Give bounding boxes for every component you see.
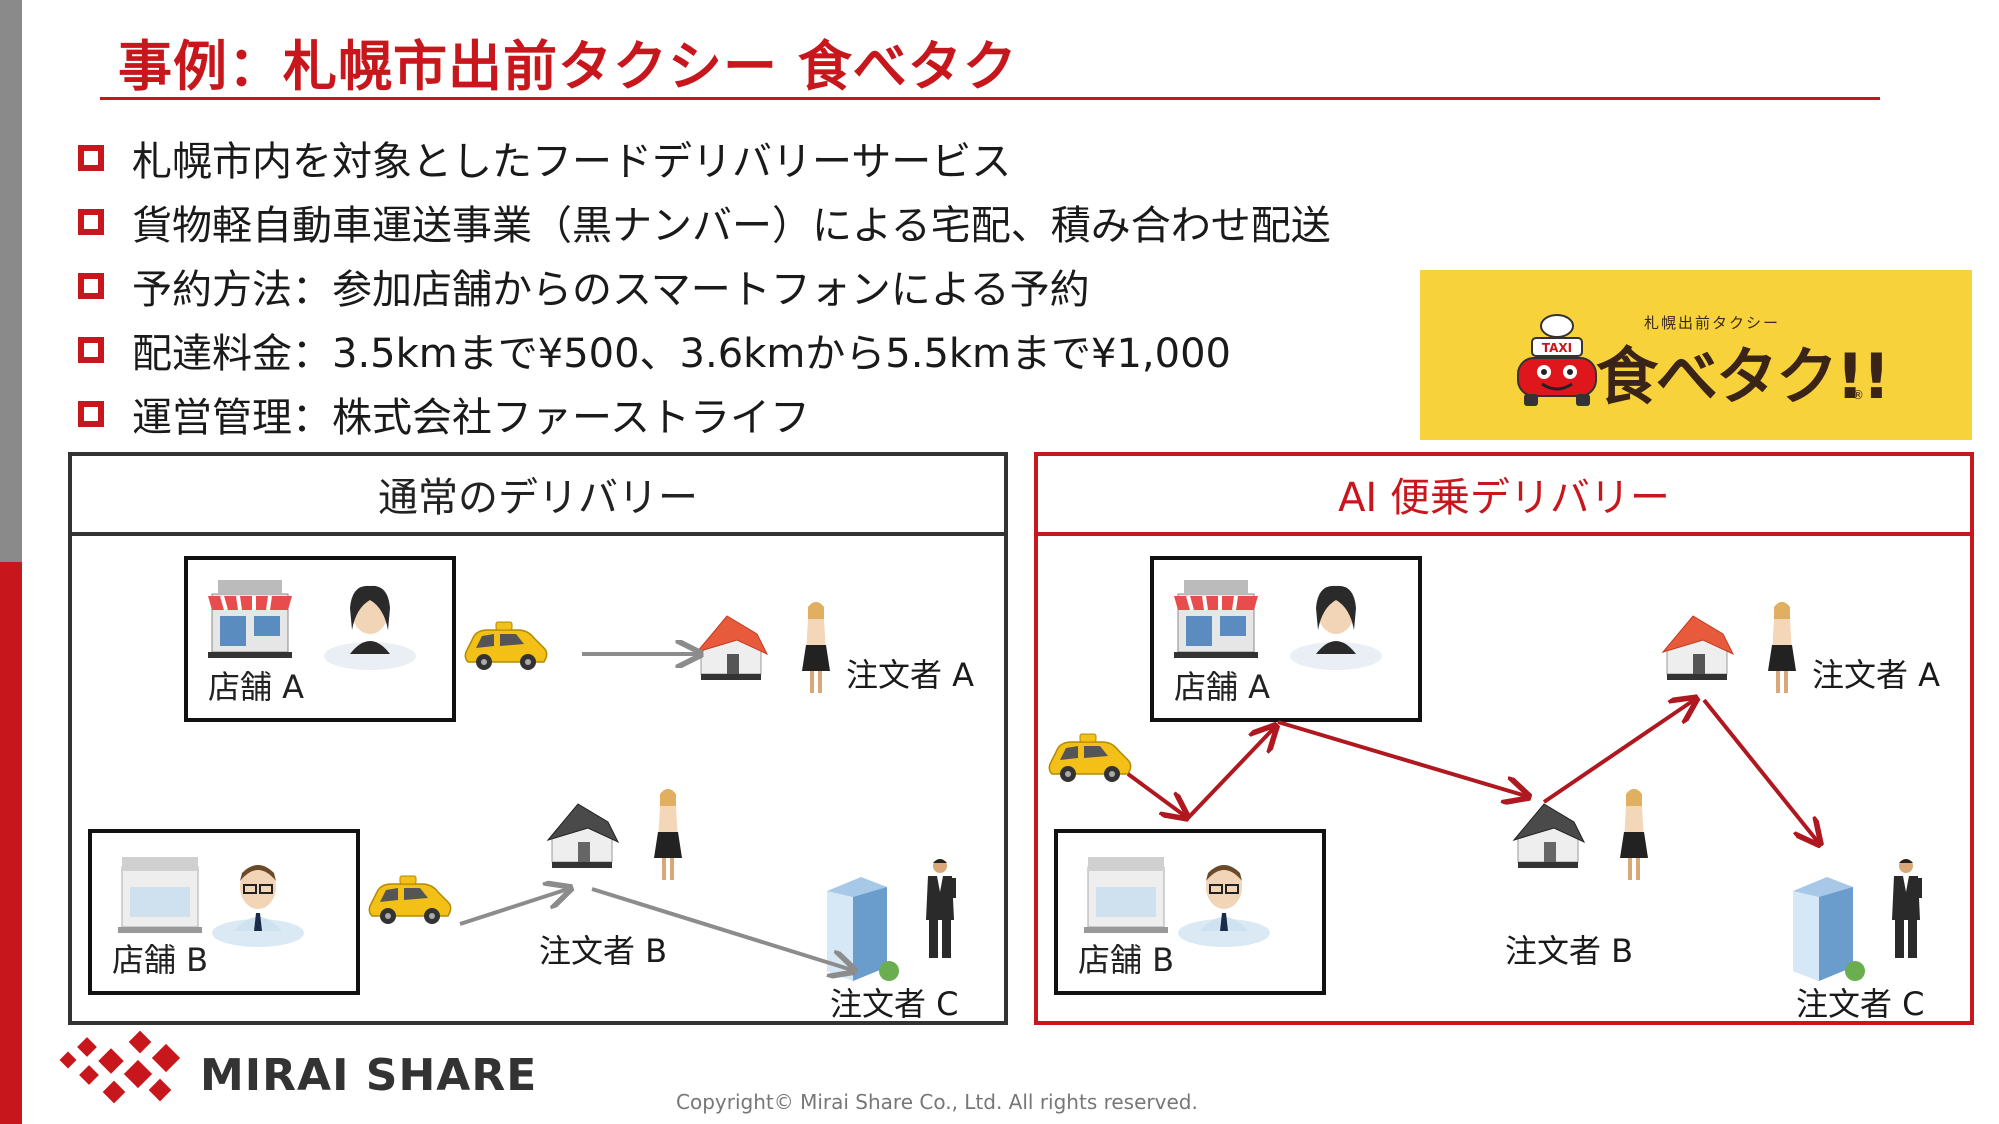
title-underline [100, 97, 1880, 100]
house-icon [1662, 615, 1734, 681]
customer-a-label: 注文者 A [1812, 656, 1941, 694]
store-a-label: 店舗 A [208, 668, 305, 706]
woman-icon [654, 789, 682, 880]
mirai-share-logo-icon [59, 1030, 181, 1104]
house-icon [547, 803, 619, 869]
bullet-square-icon [78, 337, 104, 363]
store-b-label: 店舗 B [112, 941, 209, 979]
customer-a-label: 注文者 A [846, 656, 975, 694]
ai-delivery-panel: AI 便乗デリバリー 店舗 A 店舗 B 注文者 A 注文者 B 注文者 [1034, 452, 1974, 1025]
woman-icon [1620, 789, 1648, 880]
brand-name: MIRAI SHARE [200, 1050, 538, 1101]
bullet-square-icon [78, 273, 104, 299]
bullet-list: 札幌市内を対象としたフードデリバリーサービス 貨物軽自動車運送事業（黒ナンバー）… [78, 126, 1331, 446]
store-b-box: 店舗 B [88, 829, 360, 995]
logo-registered-mark: ® [1852, 388, 1864, 402]
side-bar-red [0, 562, 22, 1124]
bullet-item: 札幌市内を対象としたフードデリバリーサービス [78, 126, 1331, 190]
taxi-mascot-icon: TAXI [1517, 314, 1597, 406]
page-title: 事例：札幌市出前タクシー 食べタク [118, 35, 1018, 98]
bullet-item: 配達料金：3.5kmまで¥500、3.6kmから5.5kmまで¥1,000 [78, 318, 1331, 382]
taxi-icon [464, 621, 548, 671]
copyright-text: Copyright© Mirai Share Co., Ltd. All rig… [676, 1090, 1198, 1114]
bullet-square-icon [78, 145, 104, 171]
woman-icon [1768, 602, 1796, 693]
delivery-arrow [591, 887, 852, 970]
taxi-icon [1048, 733, 1132, 783]
delivery-arrow [459, 889, 568, 926]
customer-b-label: 注文者 B [1505, 932, 1634, 970]
bullet-square-icon [78, 401, 104, 427]
ai-delivery-diagram [1048, 602, 1922, 981]
normal-delivery-title: 通常のデリバリー [72, 456, 1004, 536]
house-icon [1513, 803, 1585, 869]
man-icon [926, 859, 956, 958]
logo-name: 食べタク!! [1596, 340, 1891, 413]
store-b-label: 店舗 B [1078, 941, 1175, 979]
customer-b-label: 注文者 B [539, 932, 668, 970]
store-a-box: 店舗 A [184, 556, 456, 722]
customer-c-label: 注文者 C [1796, 985, 1925, 1023]
route-arrow [1277, 720, 1526, 796]
bullet-item: 運営管理：株式会社ファーストライフ [78, 382, 1331, 446]
tabetaku-logo: TAXI 札幌出前タクシー 食べタク!! ® [1420, 270, 1972, 440]
building-icon [1793, 877, 1865, 981]
bullet-item: 貨物軽自動車運送事業（黒ナンバー）による宅配、積み合わせ配送 [78, 190, 1331, 254]
normal-delivery-diagram [368, 602, 956, 981]
side-bar-gray [0, 0, 22, 562]
route-arrow [1542, 700, 1694, 804]
store-b-box: 店舗 B [1054, 829, 1326, 995]
store-a-box: 店舗 A [1150, 556, 1422, 722]
bullet-square-icon [78, 209, 104, 235]
ai-delivery-title: AI 便乗デリバリー [1038, 456, 1970, 536]
route-arrow [1126, 772, 1185, 816]
man-icon [1892, 859, 1922, 958]
normal-delivery-panel: 通常のデリバリー 店舗 A 店舗 B 注文者 A 注文者 B 注文者 C [68, 452, 1008, 1025]
logo-subtitle: 札幌出前タクシー [1644, 314, 1781, 332]
bullet-item: 予約方法：参加店舗からのスマートフォンによる予約 [78, 254, 1331, 318]
woman-icon [802, 602, 830, 693]
route-arrow [1702, 698, 1818, 842]
route-arrow [1186, 728, 1274, 820]
store-a-label: 店舗 A [1174, 668, 1271, 706]
taxi-icon [368, 875, 452, 925]
house-icon [696, 615, 768, 681]
svg-text:TAXI: TAXI [1542, 341, 1572, 355]
customer-c-label: 注文者 C [830, 985, 959, 1023]
